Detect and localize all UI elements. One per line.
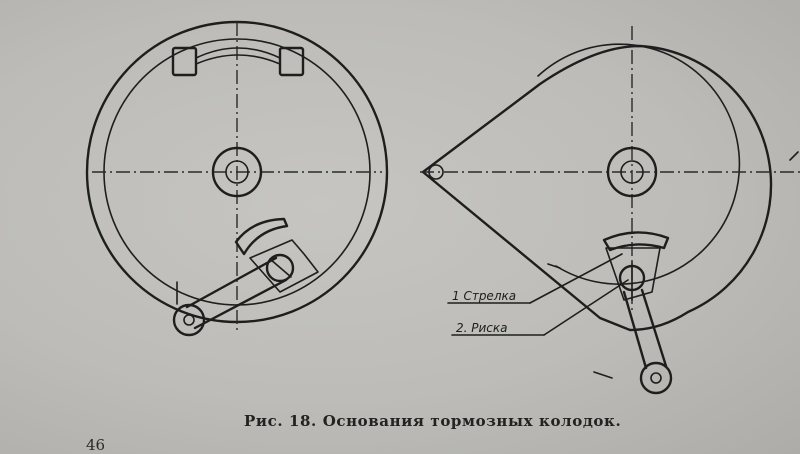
page-number: 46 <box>86 436 106 454</box>
label-mark: 2. Риска <box>456 321 508 335</box>
right-brake-base <box>420 26 800 395</box>
callout-arrow: 1 Стрелка <box>447 253 623 304</box>
left-brake-base <box>85 20 389 337</box>
left-shoe-pads <box>171 46 305 77</box>
callout-mark: 2. Риска <box>451 279 629 336</box>
label-arrow: 1 Стрелка <box>452 289 516 303</box>
figure-caption: Рис. 18. Основания тормозных колодок. <box>244 412 622 430</box>
